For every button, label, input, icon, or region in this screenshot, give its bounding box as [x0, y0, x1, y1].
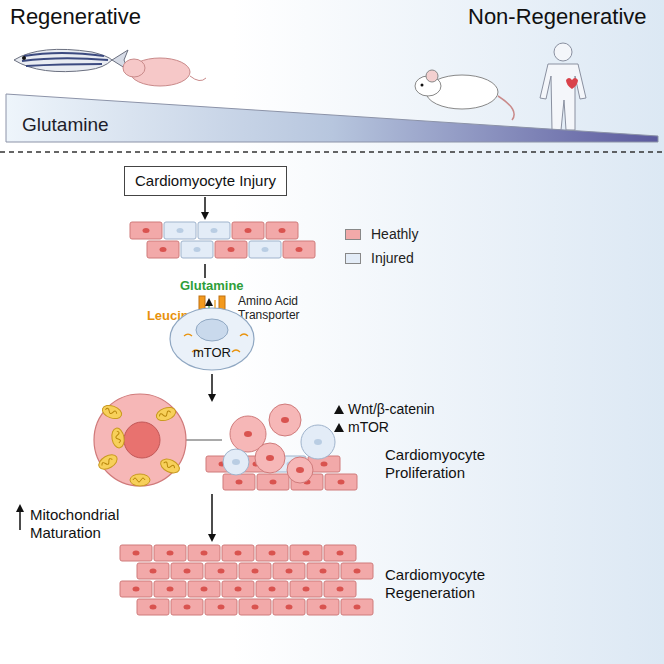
label: Non-Regenerative — [468, 4, 647, 30]
divider — [0, 151, 664, 153]
cell-tissue — [120, 222, 373, 615]
mitochondria — [96, 403, 181, 486]
label: Cardiomyocyte Proliferation — [385, 446, 503, 482]
legend-swatch — [345, 253, 361, 264]
label: Mitochondrial Maturation — [30, 506, 140, 542]
legend-text: Heathly — [371, 226, 418, 243]
flow-arrow — [204, 197, 206, 218]
adult-mouse — [415, 70, 514, 120]
legend-swatch — [345, 229, 361, 240]
label: Wnt/β-catenin — [348, 401, 435, 418]
flow-arrow — [211, 374, 213, 400]
label: Amino Acid Transporter — [238, 294, 348, 323]
neonatal-mouse — [123, 58, 206, 86]
up-arrow — [19, 506, 21, 530]
flow-arrow — [211, 494, 213, 540]
flow-line — [204, 264, 206, 278]
label: Glutamine — [180, 278, 244, 294]
human-figure — [540, 43, 586, 130]
label: Regenerative — [10, 4, 141, 30]
cell-text: mTOR — [168, 346, 256, 360]
leader-line — [184, 440, 222, 441]
process-box: Cardiomyocyte Injury — [124, 166, 287, 196]
up-triangle — [334, 423, 344, 432]
legend-text: Injured — [371, 250, 414, 267]
box-text: Cardiomyocyte Injury — [135, 172, 276, 190]
cardiomyocyte-cell — [94, 394, 186, 486]
cell-circle: mTOR — [168, 306, 256, 372]
cell-outline — [168, 306, 256, 372]
label: mTOR — [348, 419, 389, 436]
glutamine-gradient — [6, 94, 658, 142]
up-triangle — [334, 405, 344, 414]
label: Cardiomyocyte Regeneration — [385, 566, 503, 602]
nucleus — [124, 422, 160, 458]
label: Glutamine — [22, 114, 109, 137]
zebrafish — [14, 49, 128, 71]
